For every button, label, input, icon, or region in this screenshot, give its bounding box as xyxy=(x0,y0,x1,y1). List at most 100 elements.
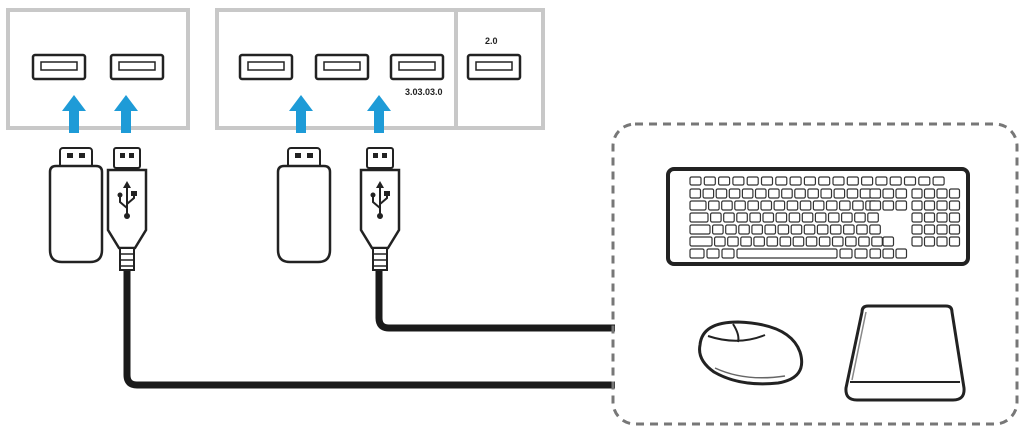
keyboard-key xyxy=(854,248,868,259)
keyboard-key xyxy=(948,188,961,199)
keyboard-key xyxy=(936,224,948,235)
usb2-label: 2.0 xyxy=(485,36,498,46)
keyboard-key xyxy=(818,176,831,186)
mouse-icon xyxy=(698,320,804,386)
keyboard-key xyxy=(827,212,840,223)
keyboard-key xyxy=(820,188,833,199)
keyboard-icon xyxy=(666,167,970,266)
keyboard-key xyxy=(854,212,866,223)
keyboard-key xyxy=(786,200,799,211)
keyboard-key xyxy=(839,248,853,259)
keyboard-key xyxy=(689,212,709,223)
keyboard-key xyxy=(725,224,737,235)
keyboard-key xyxy=(860,176,874,186)
keyboard-key xyxy=(842,224,855,235)
usb3-label: 3.03.03.0 xyxy=(405,87,443,97)
keyboard-key xyxy=(779,236,792,247)
keyboard-key xyxy=(948,212,961,223)
keyboard-key xyxy=(911,188,923,199)
keyboard-key xyxy=(923,236,936,247)
cable-left xyxy=(123,270,615,389)
keyboard-key xyxy=(833,188,846,199)
keyboard-key xyxy=(709,212,722,223)
keyboard-key xyxy=(895,200,908,211)
keyboard-key xyxy=(773,200,786,211)
keyboard-key xyxy=(792,236,805,247)
keyboard-key xyxy=(754,188,767,199)
keyboard-key xyxy=(689,248,705,259)
keyboard-key xyxy=(781,188,793,199)
keyboard-key xyxy=(713,236,726,247)
keyboard-key xyxy=(751,224,764,235)
keyboard-key xyxy=(858,236,870,247)
keyboard-key xyxy=(764,224,777,235)
keyboard-key xyxy=(775,212,788,223)
keyboard-key xyxy=(721,200,733,211)
keyboard-key xyxy=(814,212,827,223)
keyboard-key xyxy=(895,248,908,259)
keyboard-key xyxy=(721,248,735,259)
keyboard-key xyxy=(689,200,707,211)
keyboard-key xyxy=(846,176,859,186)
keyboard-key xyxy=(911,212,923,223)
keyboard-key xyxy=(736,248,838,259)
keyboard-key xyxy=(936,236,948,247)
keyboard-key xyxy=(689,224,711,235)
keyboard-key xyxy=(734,200,746,211)
keyboard-key xyxy=(936,200,948,211)
keyboard-key xyxy=(760,176,774,186)
keyboard-key xyxy=(703,176,716,186)
keyboard-key xyxy=(852,200,864,211)
keyboard-key xyxy=(871,236,883,247)
keyboard-key xyxy=(867,212,879,223)
keyboard-key xyxy=(911,224,923,235)
keyboard-key xyxy=(911,236,923,247)
keyboard-key xyxy=(807,188,820,199)
keyboard-key xyxy=(932,176,945,186)
keyboard-key xyxy=(788,212,801,223)
keyboard-key xyxy=(740,236,752,247)
usb-port-1 xyxy=(31,53,87,81)
keyboard-key xyxy=(689,188,702,199)
keyboard-key xyxy=(789,176,802,186)
keyboard-key xyxy=(948,200,961,211)
keyboard-key xyxy=(918,176,931,186)
usb-port-2 xyxy=(109,53,165,81)
peripheral-devices-group xyxy=(611,122,1019,426)
usb3-port-3 xyxy=(389,53,445,81)
keyboard-key xyxy=(869,248,882,259)
keyboard-key xyxy=(790,224,803,235)
keyboard-key xyxy=(923,200,936,211)
keyboard-key xyxy=(840,212,853,223)
keyboard-key xyxy=(816,224,829,235)
keyboard-key xyxy=(749,212,762,223)
keyboard-key xyxy=(767,188,780,199)
left-port-panel xyxy=(6,8,190,130)
keyboard-key xyxy=(869,200,882,211)
keyboard-key xyxy=(760,200,773,211)
keyboard-key xyxy=(844,236,857,247)
keyboard-key xyxy=(702,188,715,199)
keyboard-key xyxy=(838,200,851,211)
keyboard-key xyxy=(801,212,814,223)
keyboard-key xyxy=(762,212,775,223)
keyboard-key xyxy=(747,200,760,211)
usb-flash-drive xyxy=(48,146,104,264)
keyboard-key xyxy=(707,200,720,211)
keyboard-key xyxy=(882,200,895,211)
keyboard-key xyxy=(903,176,917,186)
keyboard-key xyxy=(736,212,748,223)
keyboard-key xyxy=(728,188,741,199)
usb-flash-drive xyxy=(276,146,332,264)
keyboard-key xyxy=(715,188,728,199)
keyboard-key xyxy=(825,200,838,211)
keyboard-key xyxy=(882,248,895,259)
keyboard-key xyxy=(923,224,936,235)
keyboard-key xyxy=(831,236,844,247)
keyboard-key xyxy=(805,236,818,247)
keyboard-key xyxy=(738,224,750,235)
keyboard-key xyxy=(799,200,812,211)
keyboard-key xyxy=(689,236,713,247)
usb2-port xyxy=(466,53,522,81)
